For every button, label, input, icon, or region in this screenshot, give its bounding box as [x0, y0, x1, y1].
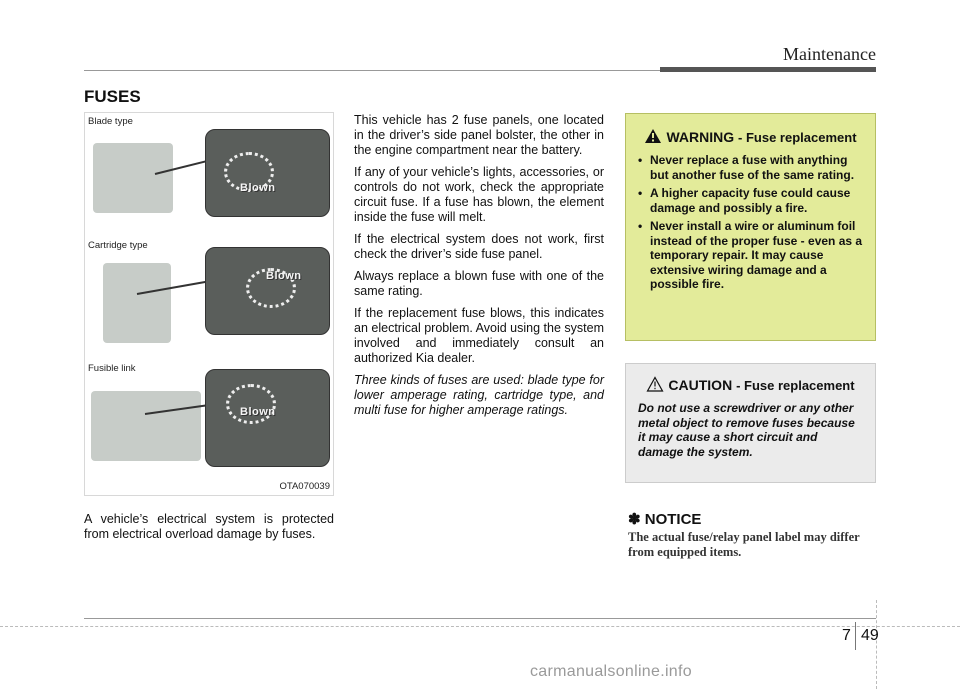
warning-triangle-icon [645, 129, 662, 143]
blade-zoom-photo: Blown [205, 129, 330, 217]
glint-decor [226, 384, 276, 424]
warning-list: Never replace a fuse with anything but a… [638, 153, 865, 292]
fusible-link-photo [91, 391, 201, 461]
header-bar [660, 67, 876, 72]
warning-title: WARNING - Fuse replacement [626, 128, 875, 145]
figure-caption: A vehicle’s electrical system is protect… [84, 512, 334, 541]
warning-subtitle: - Fuse replacement [738, 130, 857, 145]
fuse-figure: Blade type Blown Cartridge type Blown Fu… [84, 112, 334, 496]
page-number: 49 [861, 627, 879, 644]
body-italic-paragraph: Three kinds of fuses are used: blade typ… [354, 373, 604, 417]
fig-label-fusible: Fusible link [88, 363, 136, 374]
figure-id: OTA070039 [279, 481, 330, 492]
blown-label: Blown [266, 270, 302, 282]
footer-dashed-line [0, 626, 960, 627]
caution-title: CAUTION - Fuse replacement [626, 376, 875, 393]
page-vertical-line [876, 600, 877, 689]
blown-label: Blown [240, 406, 276, 418]
notice-text: The actual fuse/relay panel label may di… [628, 530, 860, 559]
caution-text: Do not use a screwdriver or any other me… [638, 401, 855, 459]
blade-fuse-photo [93, 143, 173, 213]
header-rule [84, 70, 876, 71]
page-chapter: 7 [842, 627, 851, 644]
fig-label-blade: Blade type [88, 116, 133, 127]
notice-heading: ✽ NOTICE [628, 511, 702, 528]
caution-subtitle: - Fuse replacement [736, 378, 855, 393]
warning-item: Never replace a fuse with anything but a… [638, 153, 865, 182]
cartridge-fuse-photo [103, 263, 171, 343]
warning-item: A higher capacity fuse could cause damag… [638, 186, 865, 215]
body-paragraph: If the replacement fuse blows, this indi… [354, 306, 604, 365]
cartridge-zoom-photo: Blown [205, 247, 330, 335]
fig-label-cartridge: Cartridge type [88, 240, 148, 251]
caution-box: CAUTION - Fuse replacement Do not use a … [625, 363, 876, 483]
warning-label: WARNING [666, 129, 735, 145]
body-column: This vehicle has 2 fuse panels, one loca… [354, 113, 604, 425]
caution-label: CAUTION [668, 377, 733, 393]
body-paragraph: If the electrical system does not work, … [354, 232, 604, 261]
footer-rule [84, 618, 876, 619]
glint-decor [246, 268, 296, 308]
watermark-text: carmanualsonline.info [530, 663, 692, 680]
section-title: Maintenance [783, 44, 876, 64]
warning-item: Never install a wire or aluminum foil in… [638, 219, 865, 292]
body-paragraph: If any of your vehicle’s lights, accesso… [354, 165, 604, 224]
body-paragraph: This vehicle has 2 fuse panels, one loca… [354, 113, 604, 157]
blown-label: Blown [240, 182, 276, 194]
page-separator [855, 622, 856, 650]
body-paragraph: Always replace a blown fuse with one of … [354, 269, 604, 298]
page-heading: FUSES [84, 87, 141, 106]
warning-box: WARNING - Fuse replacement Never replace… [625, 113, 876, 341]
fusible-zoom-photo: Blown [205, 369, 330, 467]
glint-decor [224, 152, 274, 192]
caution-triangle-icon [646, 376, 664, 392]
